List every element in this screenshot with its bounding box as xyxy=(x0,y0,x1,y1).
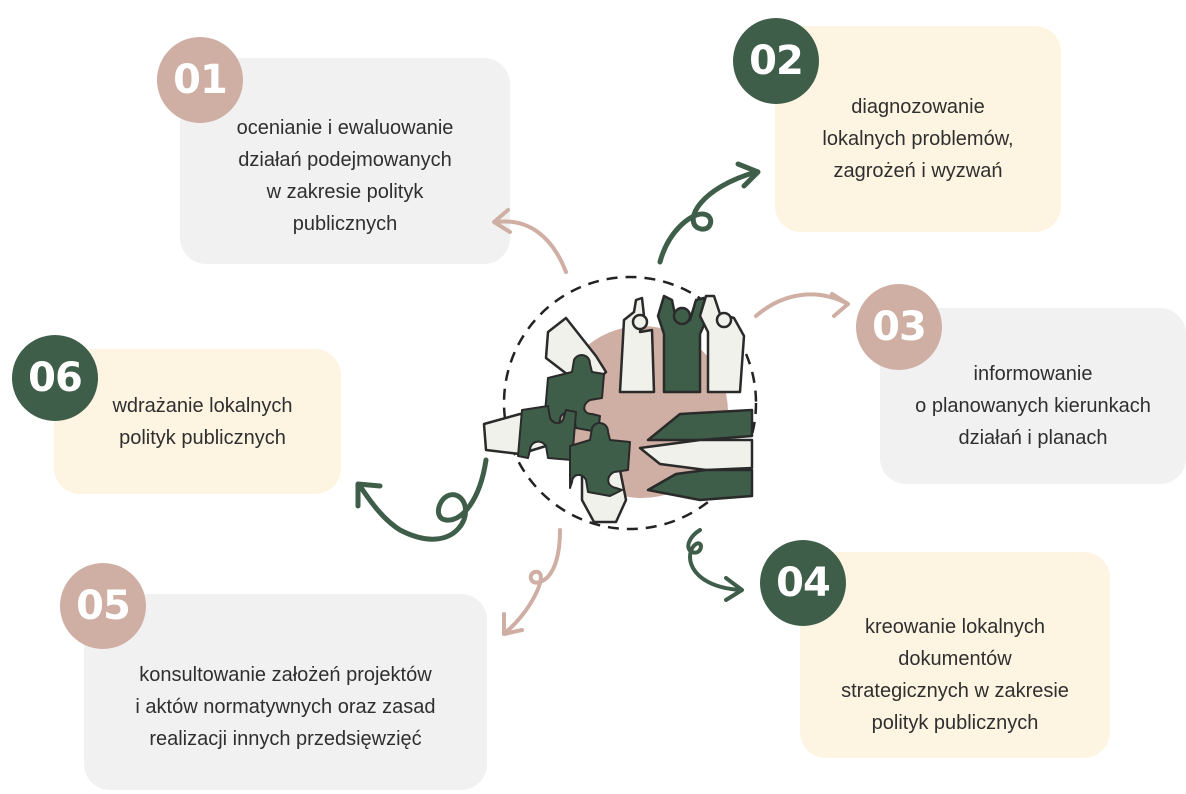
step-04-badge: 04 xyxy=(760,540,846,626)
step-06-card: wdrażanie lokalnych polityk publicznych xyxy=(54,349,341,494)
step-05-badge: 05 xyxy=(60,563,146,649)
step-03-number: 03 xyxy=(872,304,927,350)
step-06-badge: 06 xyxy=(12,335,98,421)
step-04-card: kreowanie lokalnych dokumentów strategic… xyxy=(800,552,1110,758)
people-icon xyxy=(618,294,746,394)
hands-right-icon xyxy=(638,408,754,502)
step-04-number: 04 xyxy=(776,560,831,606)
step-02-number: 02 xyxy=(749,38,804,84)
arrow-to-step-04 xyxy=(686,528,744,602)
step-02-badge: 02 xyxy=(733,18,819,104)
step-04-text: kreowanie lokalnych dokumentów strategic… xyxy=(841,616,1069,734)
puzzle-icon xyxy=(517,354,631,497)
step-05-text: konsultowanie założeń projektów i aktów … xyxy=(135,664,436,750)
arrow-to-step-06 xyxy=(355,457,489,542)
step-02-card: diagnozowanie lokalnych problemów, zagro… xyxy=(775,26,1061,232)
step-03-text: informowanie o planowanych kierunkach dz… xyxy=(915,363,1151,449)
arrow-to-step-02 xyxy=(657,161,761,265)
step-01-text: ocenianie i ewaluowanie działań podejmow… xyxy=(236,117,454,235)
step-01-badge: 01 xyxy=(157,37,243,123)
step-05-card: konsultowanie założeń projektów i aktów … xyxy=(84,594,487,790)
teamwork-hands-puzzle-icon xyxy=(482,275,758,531)
arrow-to-step-05 xyxy=(502,528,562,636)
step-02-text: diagnozowanie lokalnych problemów, zagro… xyxy=(822,96,1014,182)
arrow-to-step-01 xyxy=(492,208,568,274)
step-01-card: ocenianie i ewaluowanie działań podejmow… xyxy=(180,58,510,264)
step-06-text: wdrażanie lokalnych polityk publicznych xyxy=(112,394,293,449)
step-03-badge: 03 xyxy=(856,284,942,370)
step-06-number: 06 xyxy=(28,355,83,401)
arrow-to-step-03 xyxy=(754,292,850,318)
step-05-number: 05 xyxy=(76,583,131,629)
step-01-number: 01 xyxy=(173,57,228,103)
